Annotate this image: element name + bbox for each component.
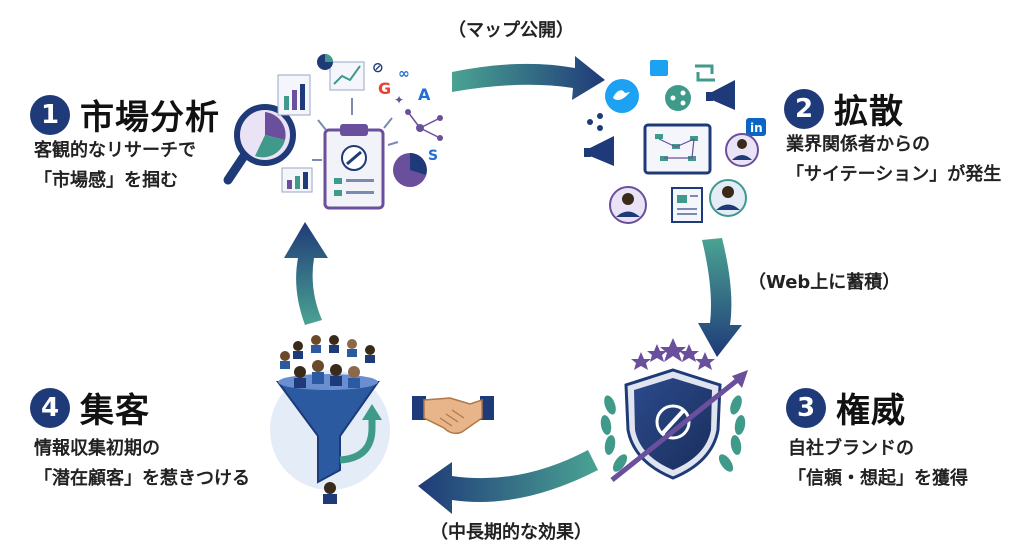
svg-text:A: A bbox=[418, 85, 431, 104]
step-2-number: 2 bbox=[784, 88, 824, 129]
arrow-bottom bbox=[418, 450, 598, 514]
customers-illustration bbox=[270, 335, 494, 504]
step-4-description: 情報収集初期の 「潜在顧客」を惹きつける bbox=[34, 434, 250, 494]
step-4-title: 集客 bbox=[80, 391, 150, 431]
step-4-desc-line1: 情報収集初期の bbox=[34, 438, 160, 459]
flow-label-top: （マップ公開） bbox=[448, 20, 574, 41]
step-1-title: 市場分析 bbox=[80, 98, 220, 138]
step-3-desc-line2: 「信頼・想起」を獲得 bbox=[788, 468, 968, 489]
svg-text:G: G bbox=[378, 79, 391, 98]
arrow-right bbox=[698, 238, 742, 357]
step-3-heading: 3 権威 bbox=[786, 383, 906, 432]
step-3-description: 自社ブランドの 「信頼・想起」を獲得 bbox=[788, 434, 968, 494]
svg-text:in: in bbox=[750, 121, 763, 135]
step-3-number: 3 bbox=[786, 387, 826, 428]
step-4-heading: 4 集客 bbox=[30, 383, 150, 432]
svg-text:∞: ∞ bbox=[398, 66, 410, 82]
step-2-desc-line1: 業界関係者からの bbox=[786, 134, 930, 155]
step-4-desc-line2: 「潜在顧客」を惹きつける bbox=[34, 468, 250, 489]
step-2-desc-line2: 「サイテーション」が発生 bbox=[786, 164, 1002, 185]
step-2-title: 拡散 bbox=[834, 92, 904, 132]
arrow-top bbox=[452, 56, 605, 100]
step-3-desc-line1: 自社ブランドの bbox=[788, 438, 914, 459]
step-1-heading: 1 市場分析 bbox=[30, 90, 220, 139]
svg-text:✦: ✦ bbox=[394, 93, 404, 107]
step-1-description: 客観的なリサーチで 「市場感」を掴む bbox=[34, 136, 196, 196]
arrow-left bbox=[284, 222, 328, 325]
flow-label-right: （Web上に蓄積） bbox=[748, 272, 901, 293]
spread-illustration: in bbox=[584, 60, 766, 224]
step-3-title: 権威 bbox=[836, 391, 906, 431]
step-4-number: 4 bbox=[30, 387, 70, 428]
flow-label-bottom: （中長期的な効果） bbox=[430, 522, 592, 543]
step-1-desc-line1: 客観的なリサーチで bbox=[34, 140, 196, 161]
authority-illustration bbox=[600, 338, 748, 482]
step-1-number: 1 bbox=[30, 94, 70, 135]
svg-text:⊘: ⊘ bbox=[372, 60, 384, 76]
analysis-illustration: ⊘ G ∞ A S ✦ bbox=[223, 54, 443, 210]
svg-text:S: S bbox=[428, 148, 438, 164]
step-2-description: 業界関係者からの 「サイテーション」が発生 bbox=[786, 130, 1001, 190]
step-1-desc-line2: 「市場感」を掴む bbox=[34, 170, 178, 191]
step-2-heading: 2 拡散 bbox=[784, 84, 904, 133]
